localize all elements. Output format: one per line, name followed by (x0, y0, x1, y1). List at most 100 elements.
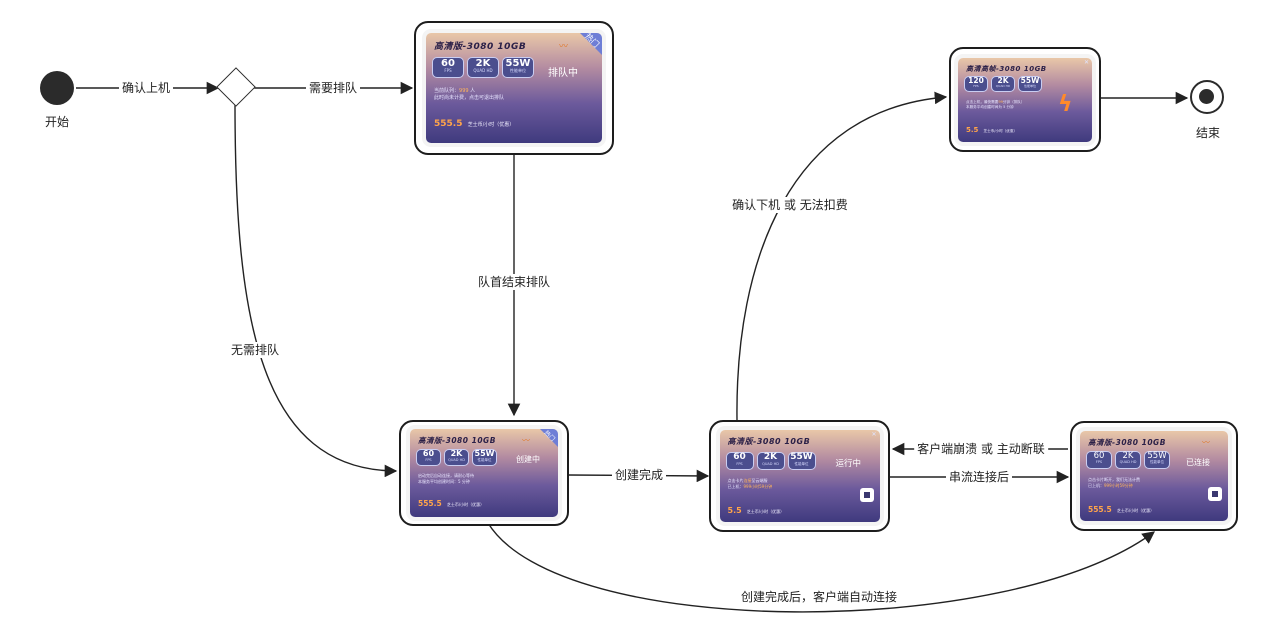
price-unit: 芝士币/小时（优惠） (983, 128, 1018, 133)
price-unit: 芝士币/小时（优惠） (446, 502, 485, 507)
close-icon[interactable]: ✕ (871, 431, 877, 438)
status-text: 已连接 (1186, 458, 1210, 467)
price-row: 5.5 芝士币/小时（优惠） (728, 498, 785, 517)
hot-badge (580, 33, 602, 55)
wave-icon: 〰 (522, 436, 530, 445)
edge-label-stream-after: 串流连接后 (945, 469, 1013, 485)
stop-icon (1212, 491, 1218, 497)
info-prefix: 点击上机，最快需要 (966, 99, 999, 104)
spec-unit: QUAD HD (1119, 460, 1137, 465)
info-line-2: 本服务平均创建时间：5 分钟 (418, 478, 470, 484)
price-unit: 芝士币/小时（优惠） (467, 122, 515, 128)
spec-unit: FPS (444, 68, 452, 73)
price-value: 555.5 (434, 119, 463, 129)
edge-label-create-done: 创建完成 (611, 467, 667, 483)
price-value: 5.5 (966, 125, 979, 134)
spec-value: 2K (997, 75, 1009, 85)
spec-unit: FPS (973, 83, 979, 88)
status-text: 创建中 (516, 455, 540, 464)
edge-label-no-queue: 无需排队 (227, 342, 283, 358)
spec-unit: QUAD HD (473, 68, 493, 73)
edge-label-need-queue: 需要排队 (305, 80, 361, 96)
info-line-1: 点击上机，最快需要99分钟（排队） (966, 100, 1024, 105)
status-text: 运行中 (835, 459, 862, 469)
close-icon[interactable]: ✕ (1083, 58, 1089, 66)
price-unit: 芝士币/小时（优惠） (746, 509, 785, 514)
edge-label-client-crash: 客户端崩溃 或 主动断联 (914, 441, 1048, 457)
end-node (1190, 80, 1224, 114)
info-line-2: 本服务平均创建时间为 5 分钟 (966, 104, 1014, 109)
spec-unit: FPS (736, 461, 743, 466)
edge-running-to-ended (736, 91, 948, 421)
price-value: 555.5 (1088, 505, 1112, 514)
lightning-icon: ϟ (1058, 91, 1073, 117)
end-node-dot (1199, 89, 1214, 104)
spec-value: 55W (790, 452, 813, 462)
stop-button[interactable] (859, 488, 874, 502)
card-title: 高清高帧-3080 10GB (966, 64, 1047, 73)
info-suffix: 人 (470, 88, 476, 94)
spec-value: 55W (474, 449, 495, 458)
spec-unit: FPS (425, 457, 432, 462)
spec-unit: 性能单位 (510, 68, 526, 73)
connect-highlight: 连接 (743, 478, 752, 483)
spec-unit: 性能单位 (1150, 460, 1164, 465)
spec-unit: QUAD HD (448, 457, 465, 462)
spec-unit: 性能单位 (1023, 83, 1036, 88)
info-line-2: 已上机：999小时59分钟 (1088, 483, 1140, 489)
info-suffix: 分钟（排队） (1002, 99, 1025, 104)
edge-create-to-connected (487, 522, 1156, 613)
price-row: 555.5 芝士币/小时（优惠） (418, 491, 484, 510)
wave-icon: 〰 (558, 42, 568, 52)
start-node (40, 71, 74, 105)
card-info: 当前队列：999 人 此时尚未计费，点击可退出排队 (434, 88, 504, 103)
spec-value: 120 (968, 75, 984, 85)
spec-value: 2K (450, 449, 463, 458)
spec-value: 55W (1147, 451, 1167, 461)
spec-unit: QUAD HD (995, 83, 1011, 88)
spec-unit: FPS (1095, 460, 1103, 465)
card-title: 高清版-3080 10GB (1088, 438, 1166, 447)
stop-icon (863, 492, 870, 498)
spec-unit: QUAD HD (762, 461, 779, 466)
end-label: 结束 (1195, 126, 1221, 140)
spec-value: 60 (441, 58, 455, 69)
uptime-value: 999小时59分钟 (1104, 482, 1133, 488)
edge-label-auto-connect: 创建完成后，客户端自动连接 (737, 589, 901, 605)
info-prefix: 点击卡片 (727, 478, 744, 483)
uptime-value: 999小时59分钟 (743, 483, 773, 489)
edge-label-confirm-off: 确认下机 或 无法扣费 (729, 197, 851, 213)
card-title: 高清版-3080 10GB (434, 42, 527, 52)
price-row: 5.5 芝士币/小时（优惠） (966, 117, 1017, 136)
stop-button[interactable] (1208, 487, 1222, 501)
card-info: 启动完后自动连接，请耐心等待 本服务平均创建时间：5 分钟 (418, 473, 474, 485)
card-title: 高清版-3080 10GB (727, 437, 811, 446)
card-info: 点击上机，最快需要99分钟（排队） 本服务平均创建时间为 5 分钟 (966, 100, 1024, 110)
wave-icon: 〰 (1202, 438, 1210, 447)
spec-value: 60 (422, 449, 435, 458)
info-line-1: 点击卡片连接至云端服 (728, 478, 773, 484)
